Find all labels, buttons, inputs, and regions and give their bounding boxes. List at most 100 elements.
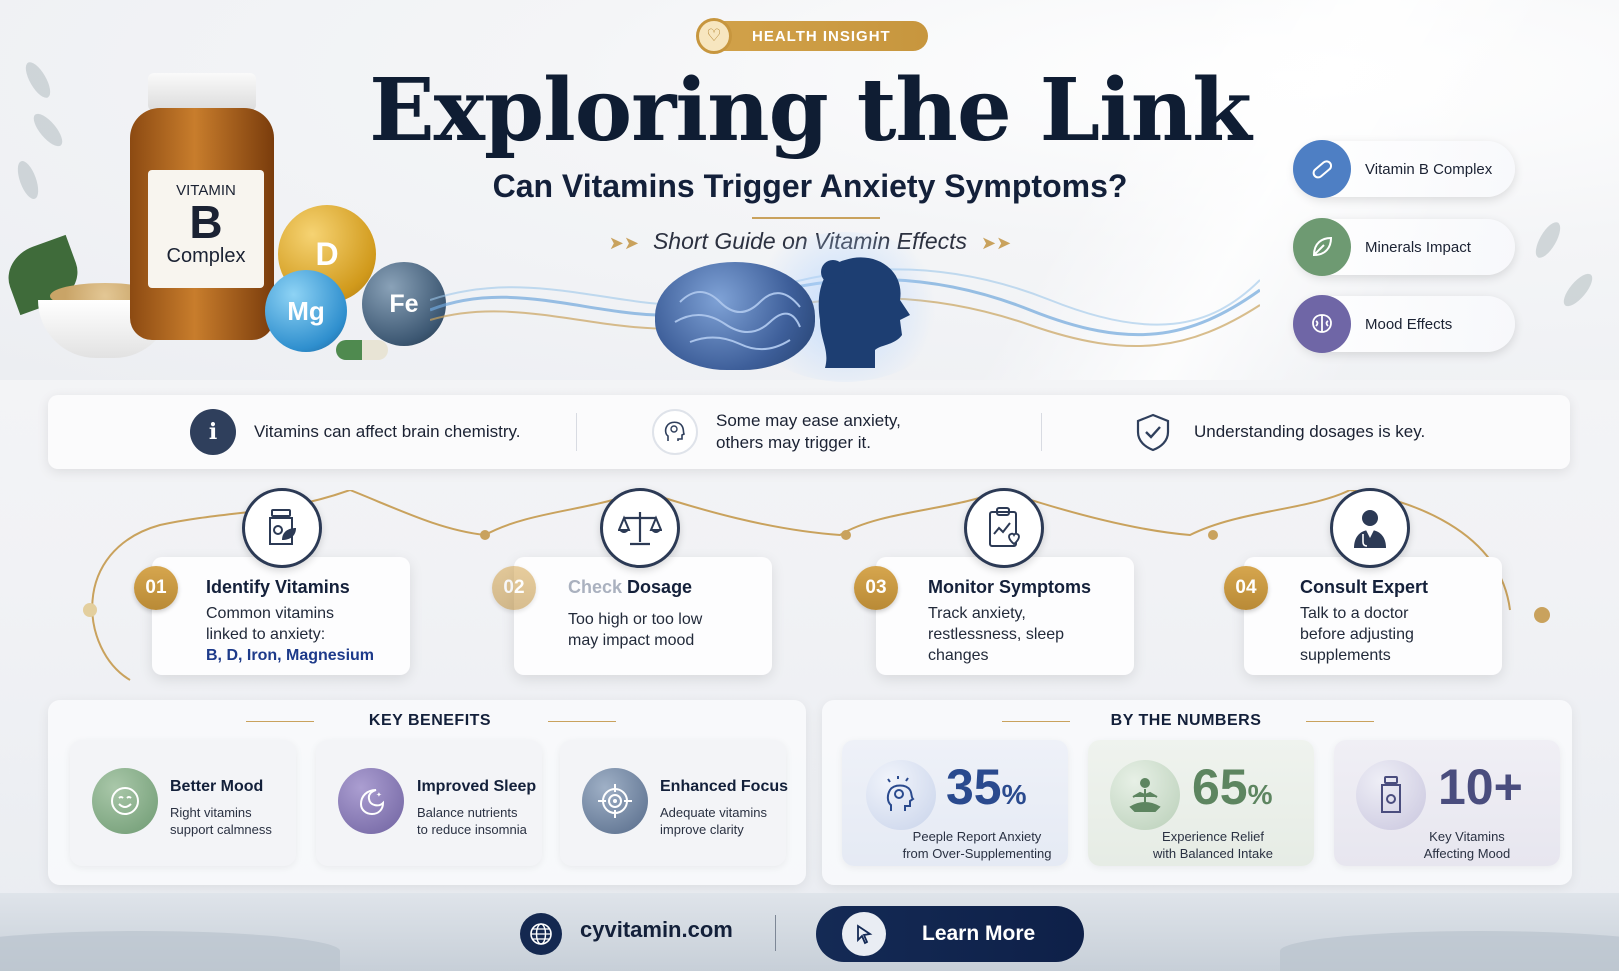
heading-line xyxy=(1306,721,1374,722)
step-desc-line2: linked to anxiety: xyxy=(206,626,326,643)
info-bar: i Vitamins can affect brain chemistry. S… xyxy=(48,395,1570,469)
stat-value: 10+ xyxy=(1438,758,1523,816)
magnesium-orb: Mg xyxy=(265,270,347,352)
by-the-numbers-heading: BY THE NUMBERS xyxy=(1110,712,1262,729)
meditation-icon xyxy=(1110,760,1180,830)
info-item: Understanding dosages is key. xyxy=(1130,395,1425,469)
scale-icon xyxy=(600,488,680,568)
step-number: 01 xyxy=(134,566,178,610)
step-number: 02 xyxy=(492,566,536,610)
step-desc-highlight: B, D, Iron, Magnesium xyxy=(206,647,375,664)
stat-desc-line2: from Over-Supplementing xyxy=(902,846,1052,861)
bottle-label: VITAMIN B Complex xyxy=(148,170,264,288)
step-card-identify-vitamins[interactable] xyxy=(152,557,410,675)
badge-label: HEALTH INSIGHT xyxy=(752,27,891,45)
head-brain-icon xyxy=(652,409,698,455)
capsule-pill xyxy=(336,340,388,360)
step-title: Identify Vitamins xyxy=(206,577,350,597)
divider xyxy=(576,413,577,451)
page-title: Exploring the Link xyxy=(369,60,1252,161)
target-icon xyxy=(582,768,648,834)
health-insight-badge: ♡ HEALTH INSIGHT xyxy=(696,18,928,54)
divider xyxy=(775,915,776,951)
moon-icon: ✦ xyxy=(338,768,404,834)
bottle-icon xyxy=(1356,760,1426,830)
chip-minerals-impact[interactable]: Minerals Impact xyxy=(1293,218,1515,276)
step-desc-line1: Talk to a doctor xyxy=(1300,605,1409,622)
chip-label: Minerals Impact xyxy=(1365,238,1471,256)
laurel-left-icon: ➤➤ xyxy=(608,233,639,253)
benefit-description: Adequate vitamins improve clarity xyxy=(660,804,800,838)
stat-number: 35 xyxy=(946,759,1002,815)
step-card-monitor-symptoms[interactable] xyxy=(876,557,1134,675)
step-card-consult-expert[interactable] xyxy=(1244,557,1502,675)
learn-more-label: Learn More xyxy=(922,922,1036,945)
info-text: Vitamins can affect brain chemistry. xyxy=(254,422,521,441)
leaf-decoration xyxy=(29,109,67,151)
info-text: Understanding dosages is key. xyxy=(1194,422,1426,441)
heart-icon: ♡ xyxy=(696,18,732,54)
jar-leaf-icon xyxy=(242,488,322,568)
stat-description: Peeple Report Anxiety from Over-Suppleme… xyxy=(882,828,1072,862)
stat-desc-line1: Key Vitamins xyxy=(1429,829,1505,844)
step-description: Common vitamins linked to anxiety: B, D,… xyxy=(206,603,396,666)
chip-mood-effects[interactable]: Mood Effects xyxy=(1293,295,1515,353)
benefit-desc-line1: Right vitamins xyxy=(170,805,252,820)
step-desc-line1: Too high or too low xyxy=(568,611,703,628)
svg-text:✦: ✦ xyxy=(376,791,382,799)
chip-vitamin-b-complex[interactable]: Vitamin B Complex xyxy=(1293,140,1515,198)
stat-desc-line2: Affecting Mood xyxy=(1423,846,1511,861)
stat-desc-line2: with Balanced Intake xyxy=(1153,846,1273,861)
step-desc-line3: changes xyxy=(928,647,989,664)
stat-number: 10+ xyxy=(1438,759,1523,815)
step-card-check-dosage[interactable] xyxy=(514,557,772,675)
laurel-right-icon: ➤➤ xyxy=(981,233,1012,253)
page-subtitle: Can Vitamins Trigger Anxiety Symptoms? xyxy=(492,168,1128,204)
cursor-icon xyxy=(842,912,886,956)
benefit-description: Right vitamins support calmness xyxy=(170,804,310,838)
heading-line xyxy=(1002,721,1070,722)
learn-more-button[interactable]: Learn More xyxy=(816,906,1084,962)
divider xyxy=(1041,413,1042,451)
leaf-decoration xyxy=(21,58,55,102)
step-title: Check Dosage xyxy=(568,577,692,598)
bottle-label-line1: VITAMIN xyxy=(176,182,236,199)
step-number: 04 xyxy=(1224,566,1268,610)
steps-connector xyxy=(83,490,1550,681)
stat-desc-line1: Experience Relief xyxy=(1162,829,1264,844)
stat-value: 65% xyxy=(1192,758,1273,816)
benefit-desc-line1: Adequate vitamins xyxy=(660,805,767,820)
bottle-cap xyxy=(148,73,256,111)
benefit-desc-line1: Balance nutrients xyxy=(417,805,518,820)
brain-illustration xyxy=(655,262,815,370)
step-description: Too high or too low may impact mood xyxy=(568,609,758,651)
stat-unit: % xyxy=(1001,779,1027,810)
bottle-label-line2: B xyxy=(189,196,223,248)
capsule-icon xyxy=(1293,140,1351,198)
benefit-title: Better Mood xyxy=(170,778,264,795)
stat-description: Experience Relief with Balanced Intake xyxy=(1118,828,1308,862)
info-item: i Vitamins can affect brain chemistry. xyxy=(190,395,520,469)
step-desc-line2: restlessness, sleep xyxy=(928,626,1065,643)
smile-icon xyxy=(92,768,158,834)
benefit-desc-line2: support calmness xyxy=(170,822,272,837)
stat-desc-line1: Peeple Report Anxiety xyxy=(912,829,1042,844)
website-link[interactable]: cyvitamin.com xyxy=(580,917,733,942)
step-desc-line1: Common vitamins xyxy=(206,605,335,622)
head-idea-icon xyxy=(866,760,936,830)
stat-unit: % xyxy=(1247,779,1273,810)
info-icon: i xyxy=(190,409,236,455)
chip-label: Vitamin B Complex xyxy=(1365,160,1493,178)
stat-description: Key Vitamins Affecting Mood xyxy=(1372,828,1562,862)
heading-line xyxy=(246,721,314,722)
globe-icon xyxy=(520,913,562,955)
step-desc-line2: before adjusting xyxy=(1300,626,1414,643)
benefit-desc-line2: to reduce insomnia xyxy=(417,822,527,837)
brain-icon xyxy=(1293,295,1351,353)
info-text-line1: Some may ease anxiety, xyxy=(716,411,901,430)
step-description: Talk to a doctor before adjusting supple… xyxy=(1300,603,1490,666)
clipboard-heart-icon xyxy=(964,488,1044,568)
step-description: Track anxiety, restlessness, sleep chang… xyxy=(928,603,1118,666)
doctor-icon xyxy=(1330,488,1410,568)
iron-orb: Fe xyxy=(362,262,446,346)
